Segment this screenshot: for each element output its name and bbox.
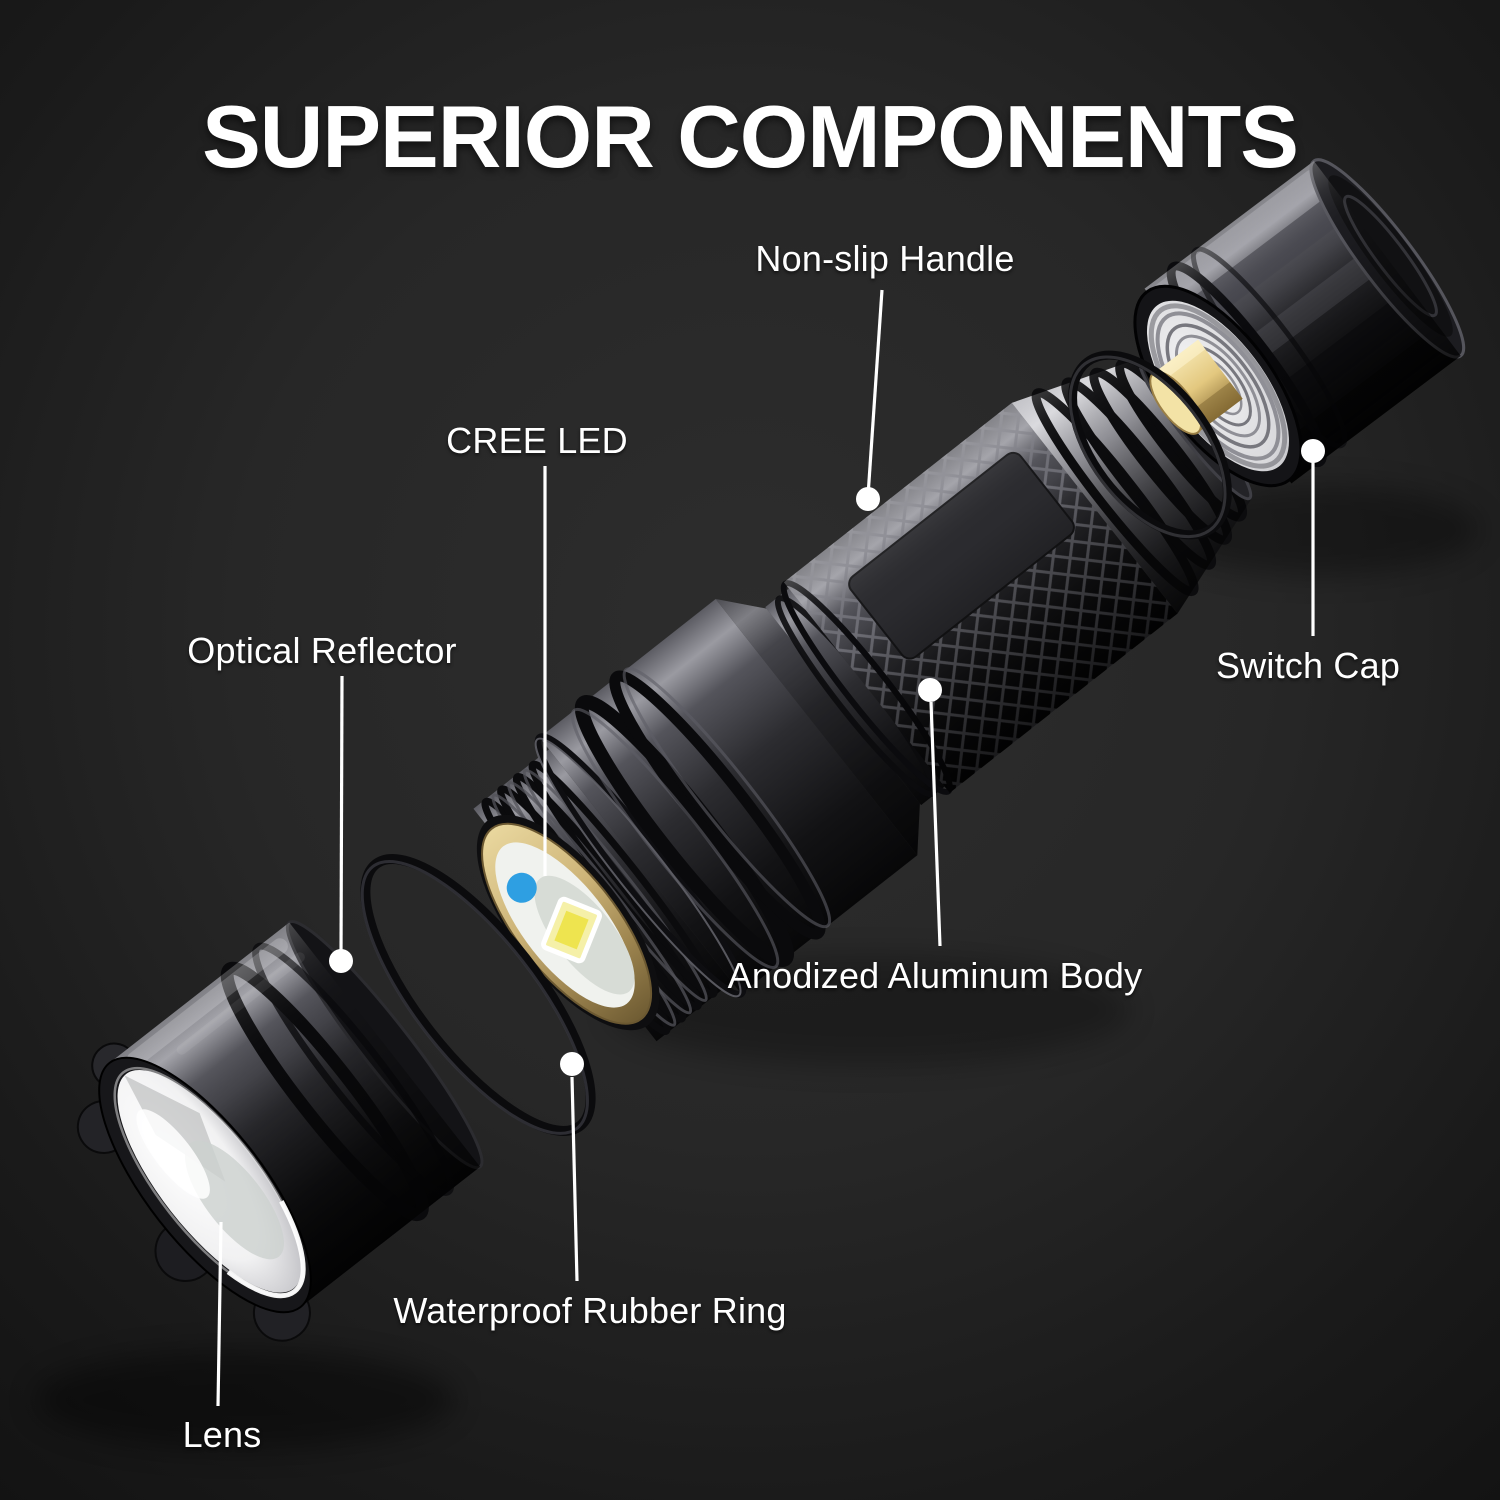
callout-dot [329, 949, 353, 973]
callout-optical-reflector [329, 675, 353, 973]
label-cree-led: CREE LED [446, 420, 628, 461]
callout-lens [216, 1221, 223, 1407]
callout-non-slip-handle [856, 289, 884, 511]
lens-rim-highlight [112, 1065, 306, 1299]
label-switch-cap: Switch Cap [1215, 645, 1401, 686]
label-anodized-aluminum-body: Anodized Aluminum Body [727, 955, 1143, 996]
tail-o-ring [1068, 350, 1232, 540]
callout-switch-cap [1301, 439, 1325, 636]
callout-anodized-body [918, 678, 942, 947]
switch-cap [1133, 158, 1466, 488]
callout-lines [216, 289, 1325, 1407]
callout-waterproof-ring [560, 1052, 584, 1282]
waterproof-rubber-ring [360, 854, 596, 1136]
label-optical-reflector: Optical Reflector [187, 630, 457, 671]
label-lens: Lens [182, 1414, 262, 1455]
head-groove [574, 694, 795, 968]
bezel-lens-cap [76, 920, 484, 1342]
led-die [541, 896, 602, 964]
callout-dot [918, 678, 942, 702]
label-non-slip-handle: Non-slip Handle [755, 238, 1015, 279]
callout-dot [1301, 439, 1325, 463]
led-blue-dot [506, 872, 537, 903]
page-title: SUPERIOR COMPONENTS [202, 87, 1299, 186]
callout-dot [560, 1052, 584, 1076]
callout-dot [856, 487, 880, 511]
label-waterproof-rubber-ring: Waterproof Rubber Ring [393, 1290, 787, 1331]
